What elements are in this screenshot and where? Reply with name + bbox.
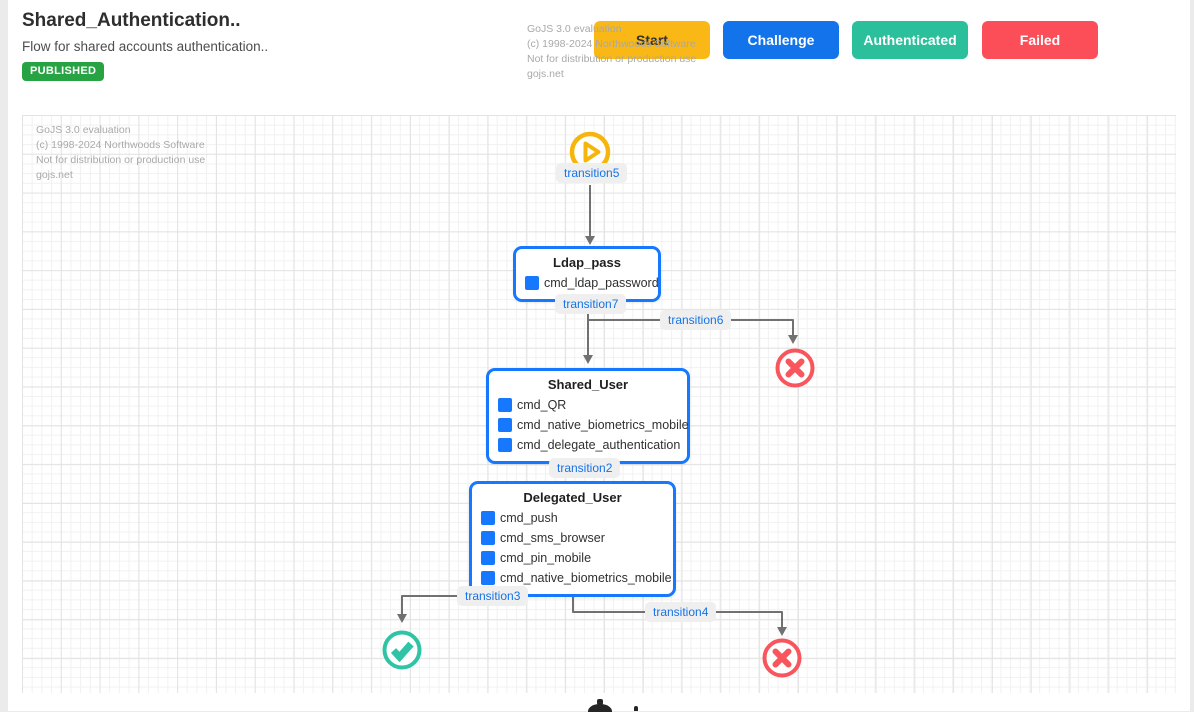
x-icon[interactable] xyxy=(774,347,816,389)
transition-label-transition5[interactable]: transition5 xyxy=(556,163,628,183)
transition-label-transition2[interactable]: transition2 xyxy=(549,458,621,478)
command-row[interactable]: cmd_delegate_authentication xyxy=(498,435,681,455)
command-row[interactable]: cmd_sms_browser xyxy=(481,528,664,548)
transition-label-transition6[interactable]: transition6 xyxy=(660,310,732,330)
command-square-icon xyxy=(498,418,512,432)
arrowhead xyxy=(788,335,798,344)
authenticated-node-button[interactable]: Authenticated xyxy=(852,21,968,59)
arrowhead xyxy=(397,614,407,623)
command-row[interactable]: cmd_native_biometrics_mobile xyxy=(481,568,672,588)
partial-icon xyxy=(597,699,603,705)
link-ldap-to-failed[interactable] xyxy=(588,319,794,336)
command-square-icon xyxy=(481,571,495,585)
command-label: cmd_native_biometrics_mobile xyxy=(517,418,689,432)
arrowhead xyxy=(777,627,787,636)
diagram-canvas[interactable]: GoJS 3.0 evaluation (c) 1998-2024 Northw… xyxy=(22,115,1176,693)
arrowhead xyxy=(583,355,593,364)
command-row[interactable]: cmd_pin_mobile xyxy=(481,548,664,568)
command-square-icon xyxy=(481,511,495,525)
state-node-delegated-user[interactable]: Delegated_User cmd_push cmd_sms_browser … xyxy=(469,481,676,597)
command-row[interactable]: cmd_native_biometrics_mobile xyxy=(498,415,689,435)
command-label: cmd_push xyxy=(500,511,558,525)
state-node-ldap-pass[interactable]: Ldap_pass cmd_ldap_password xyxy=(513,246,661,302)
partial-icon xyxy=(588,704,612,712)
watermark-line: gojs.net xyxy=(527,68,564,80)
transition-label-transition4[interactable]: transition4 xyxy=(645,602,717,622)
command-square-icon xyxy=(498,398,512,412)
command-square-icon xyxy=(525,276,539,290)
app-card: Shared_Authentication.. Flow for shared … xyxy=(8,0,1190,712)
check-icon[interactable] xyxy=(381,629,423,671)
status-badge: PUBLISHED xyxy=(22,62,105,81)
command-label: cmd_native_biometrics_mobile xyxy=(500,571,672,585)
command-label: cmd_pin_mobile xyxy=(500,551,592,565)
x-icon[interactable] xyxy=(761,637,803,679)
partial-icon xyxy=(634,706,638,711)
command-label: cmd_QR xyxy=(517,398,567,412)
command-label: cmd_sms_browser xyxy=(500,531,605,545)
header: Shared_Authentication.. Flow for shared … xyxy=(8,0,1190,95)
start-node-button[interactable]: Start xyxy=(594,21,710,59)
command-row[interactable]: cmd_ldap_password xyxy=(525,273,659,293)
page-title: Shared_Authentication.. xyxy=(22,10,241,31)
arrowhead xyxy=(585,236,595,245)
command-label: cmd_ldap_password xyxy=(544,276,659,290)
node-title: Delegated_User xyxy=(523,490,622,505)
page-subtitle: Flow for shared accounts authentication.… xyxy=(22,39,269,54)
command-square-icon xyxy=(481,551,495,565)
command-square-icon xyxy=(498,438,512,452)
command-label: cmd_delegate_authentication xyxy=(517,438,681,452)
node-title: Ldap_pass xyxy=(553,255,621,270)
state-node-shared-user[interactable]: Shared_User cmd_QR cmd_native_biometrics… xyxy=(486,368,690,464)
command-square-icon xyxy=(481,531,495,545)
transition-label-transition7[interactable]: transition7 xyxy=(555,294,627,314)
command-row[interactable]: cmd_push xyxy=(481,508,664,528)
transition-label-transition3[interactable]: transition3 xyxy=(457,586,529,606)
failed-node-button[interactable]: Failed xyxy=(982,21,1098,59)
node-title: Shared_User xyxy=(547,377,629,392)
command-row[interactable]: cmd_QR xyxy=(498,395,678,415)
challenge-node-button[interactable]: Challenge xyxy=(723,21,839,59)
